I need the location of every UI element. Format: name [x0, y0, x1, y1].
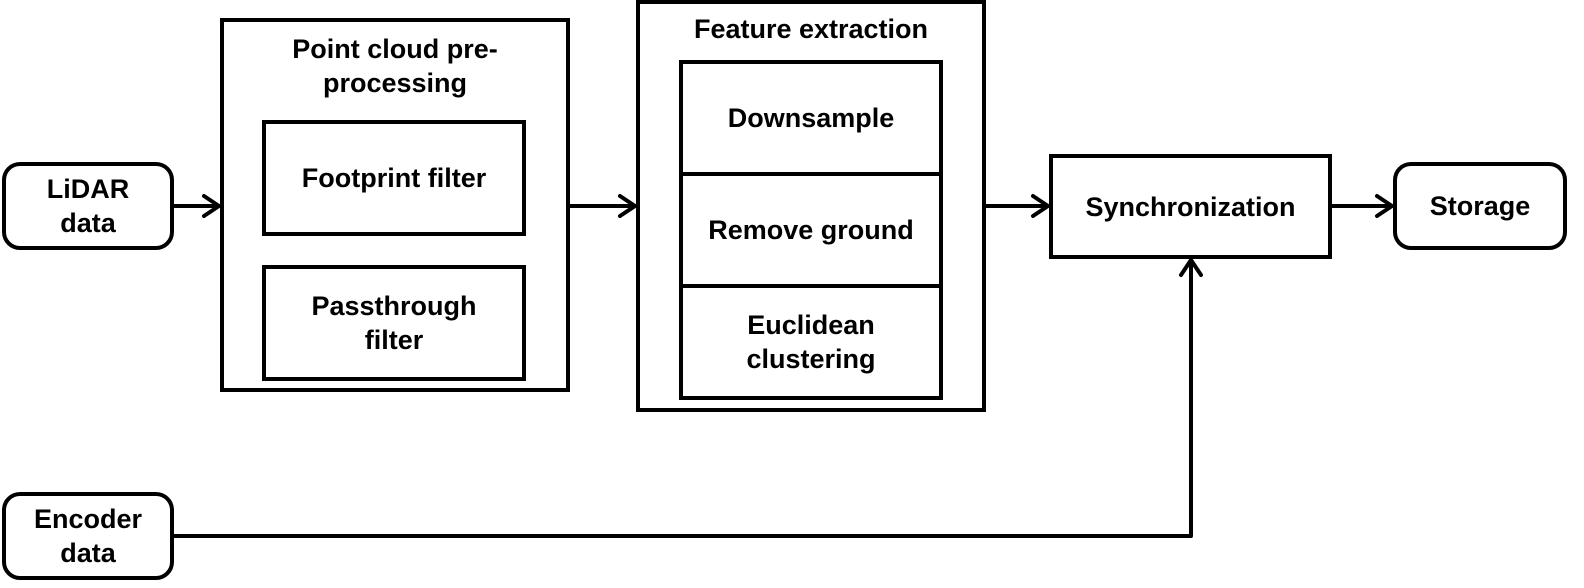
storage-node: Storage [1393, 162, 1567, 250]
passthrough-filter-node: Passthrough filter [262, 265, 526, 381]
arrow-preprocessing-to-feature-extraction [568, 194, 637, 218]
footprint-filter-label: Footprint filter [301, 163, 487, 193]
euclidean-clustering-node: Euclidean clustering [679, 284, 943, 400]
arrow-lidar-to-preprocessing [172, 194, 221, 218]
euclidean-clustering-label: Euclidean clustering [746, 310, 876, 374]
lidar-data-node: LiDAR data [2, 162, 174, 250]
passthrough-filter-label: Passthrough filter [311, 291, 477, 355]
preprocessing-title: Point cloud pre- processing [292, 34, 498, 98]
remove-ground-label: Remove ground [708, 215, 914, 245]
storage-label: Storage [1429, 191, 1531, 221]
arrow-encoder-to-synchronization [172, 258, 1203, 538]
synchronization-node: Synchronization [1049, 154, 1332, 259]
footprint-filter-node: Footprint filter [262, 120, 526, 236]
downsample-node: Downsample [679, 60, 943, 176]
synchronization-label: Synchronization [1085, 191, 1296, 222]
arrow-synchronization-to-storage [1330, 194, 1394, 218]
feature-extraction-title: Feature extraction [693, 14, 929, 44]
arrow-feature-extraction-to-synchronization [984, 194, 1050, 218]
downsample-label: Downsample [727, 103, 895, 133]
encoder-data-label: Encoder data [33, 504, 143, 568]
lidar-data-label: LiDAR data [46, 174, 130, 238]
